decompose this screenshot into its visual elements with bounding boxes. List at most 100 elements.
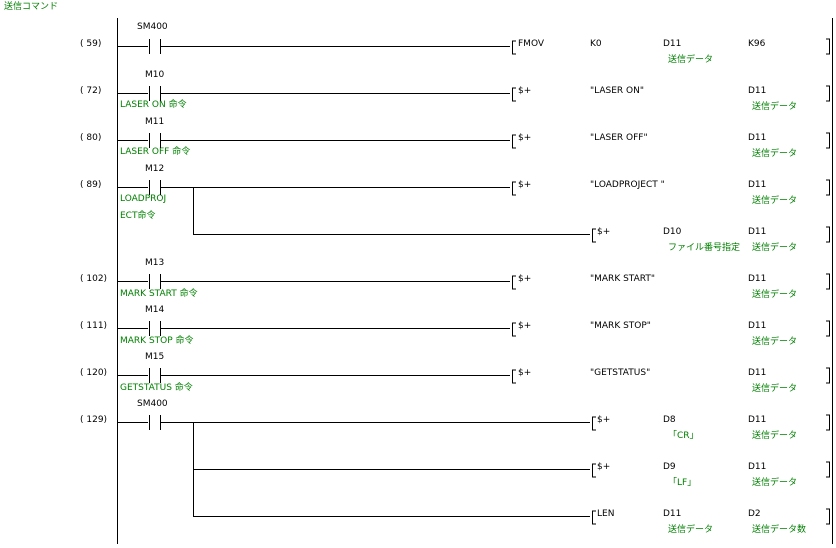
instruction-arg: D11: [748, 227, 766, 237]
contact-label: M10: [145, 70, 164, 80]
step-number: ( 102): [80, 274, 107, 284]
instruction-arg: "GETSTATUS": [590, 368, 650, 378]
instruction-arg: D11: [748, 133, 766, 143]
contact-comment: LASER OFF 命令: [120, 145, 190, 157]
instruction-op: $+: [518, 321, 531, 331]
step-number: ( 111): [80, 321, 107, 331]
device-comment: 送信データ: [668, 53, 713, 65]
contact-symbol[interactable]: [149, 321, 161, 336]
instruction-arg: D11: [663, 509, 681, 519]
contact-symbol[interactable]: [149, 133, 161, 148]
instruction-arg: "LASER ON": [590, 86, 644, 96]
instruction-bracket[interactable]: [512, 179, 830, 196]
step-number: ( 59): [80, 39, 101, 49]
device-comment: 送信データ: [752, 194, 797, 206]
instruction-op: FMOV: [518, 39, 545, 49]
contact-label: M14: [145, 305, 164, 315]
instruction-op: $+: [518, 274, 531, 284]
instruction-arg: D11: [748, 415, 766, 425]
instruction-op: $+: [518, 368, 531, 378]
instruction-bracket[interactable]: [592, 461, 830, 478]
device-comment: 送信データ: [752, 382, 797, 394]
rung-72[interactable]: ( 72) M10 LASER ON 命令 $+ "LASER ON" D11 …: [80, 70, 830, 112]
rung-59[interactable]: ( 59) SM400 FMOV K0 D11 送信データ K96: [80, 22, 830, 65]
contact-symbol[interactable]: [149, 39, 161, 54]
step-number: ( 129): [80, 415, 107, 425]
step-number: ( 120): [80, 368, 107, 378]
instruction-bracket[interactable]: [592, 414, 830, 431]
device-comment: 送信データ: [752, 335, 797, 347]
instruction-arg: D11: [748, 274, 766, 284]
instruction-bracket[interactable]: [512, 85, 830, 102]
device-comment: 送信データ: [752, 241, 797, 253]
contact-comment: MARK START 命令: [120, 287, 198, 299]
instruction-bracket[interactable]: [592, 508, 830, 525]
instruction-bracket[interactable]: [512, 273, 830, 290]
step-number: ( 89): [80, 180, 101, 190]
instruction-op: $+: [597, 227, 610, 237]
rung-129[interactable]: ( 129) SM400 $+ D8 「CR」 D11 送信データ $+ D9 …: [80, 399, 830, 535]
instruction-bracket[interactable]: [592, 226, 830, 243]
rung-80[interactable]: ( 80) M11 LASER OFF 命令 $+ "LASER OFF" D1…: [80, 117, 830, 159]
contact-comment: MARK STOP 命令: [120, 334, 194, 346]
contact-symbol[interactable]: [149, 274, 161, 289]
instruction-arg: "LASER OFF": [590, 133, 648, 143]
contact-label: SM400: [137, 399, 168, 409]
contact-comment: LASER ON 命令: [120, 98, 187, 110]
device-comment: 送信データ: [752, 288, 797, 300]
device-comment: 「CR」: [668, 430, 699, 441]
instruction-bracket[interactable]: [512, 320, 830, 337]
instruction-arg: K96: [748, 39, 766, 49]
rung-102[interactable]: ( 102) M13 MARK START 命令 $+ "MARK START"…: [80, 258, 830, 300]
program-title: 送信コマンド: [4, 0, 58, 12]
device-comment: 送信データ数: [752, 523, 806, 535]
device-comment: 送信データ: [752, 147, 797, 159]
rung-111[interactable]: ( 111) M14 MARK STOP 命令 $+ "MARK STOP" D…: [80, 305, 830, 347]
contact-label: M11: [145, 117, 164, 127]
instruction-arg: "LOADPROJECT ": [590, 180, 665, 190]
step-number: ( 72): [80, 86, 101, 96]
contact-label: M13: [145, 258, 164, 268]
contact-comment: ECT命令: [120, 209, 155, 221]
instruction-arg: D11: [748, 321, 766, 331]
contact-label: M15: [145, 352, 164, 362]
instruction-op: $+: [518, 133, 531, 143]
instruction-arg: D11: [663, 39, 681, 49]
instruction-op: $+: [597, 415, 610, 425]
device-comment: 「LF」: [668, 477, 696, 488]
instruction-arg: D8: [663, 415, 676, 425]
instruction-arg: "MARK STOP": [590, 321, 651, 331]
instruction-op: LEN: [597, 509, 614, 519]
instruction-arg: D2: [748, 509, 761, 519]
instruction-arg: K0: [590, 39, 602, 49]
instruction-bracket[interactable]: [512, 132, 830, 149]
rung-89[interactable]: ( 89) M12 LOADPROJ ECT命令 $+ "LOADPROJECT…: [80, 164, 830, 253]
device-comment: ファイル番号指定: [668, 241, 740, 253]
step-number: ( 80): [80, 133, 101, 143]
contact-symbol[interactable]: [149, 415, 161, 430]
instruction-arg: D9: [663, 462, 676, 472]
contact-comment: LOADPROJ: [120, 194, 166, 204]
contact-symbol[interactable]: [149, 86, 161, 101]
device-comment: 送信データ: [668, 523, 713, 535]
contact-symbol[interactable]: [149, 180, 161, 195]
instruction-arg: D10: [663, 227, 682, 237]
instruction-arg: D11: [748, 180, 766, 190]
instruction-op: $+: [597, 462, 610, 472]
contact-comment: GETSTATUS 命令: [120, 381, 193, 393]
device-comment: 送信データ: [752, 100, 797, 112]
rung-120[interactable]: ( 120) M15 GETSTATUS 命令 $+ "GETSTATUS" D…: [80, 352, 830, 394]
contact-label: SM400: [137, 22, 168, 32]
instruction-op: $+: [518, 86, 531, 96]
instruction-arg: D11: [748, 368, 766, 378]
instruction-bracket[interactable]: [512, 367, 830, 384]
device-comment: 送信データ: [752, 476, 797, 488]
instruction-op: $+: [518, 180, 531, 190]
instruction-arg: D11: [748, 462, 766, 472]
device-comment: 送信データ: [752, 429, 797, 441]
contact-label: M12: [145, 164, 164, 174]
instruction-arg: "MARK START": [590, 274, 655, 284]
instruction-bracket[interactable]: [512, 38, 830, 55]
contact-symbol[interactable]: [149, 368, 161, 383]
